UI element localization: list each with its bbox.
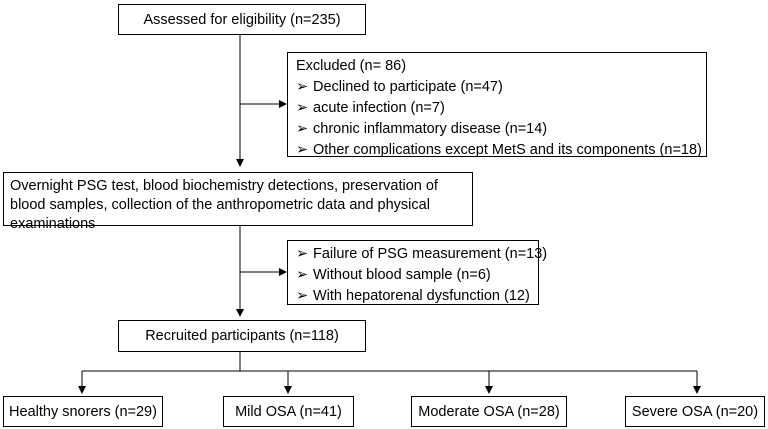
recruited-text: Recruited participants (n=118) <box>145 328 339 344</box>
excluded-box: Excluded (n= 86) ➢Declined to participat… <box>287 52 707 158</box>
procedures-box: Overnight PSG test, blood biochemistry d… <box>3 172 473 232</box>
group-label: Mild OSA (n=41) <box>235 403 342 420</box>
group-label: Severe OSA (n=20) <box>631 403 759 420</box>
excluded-item: ➢chronic inflammatory disease (n=14) <box>296 119 698 140</box>
eligibility-text: Assessed for eligibility (n=235) <box>143 11 341 28</box>
excluded2-item: ➢Failure of PSG measurement (n=13) <box>296 244 547 265</box>
group-label: Moderate OSA (n=28) <box>418 403 560 420</box>
excluded2-item: ➢With hepatorenal dysfunction (12) <box>296 286 530 307</box>
group-box-severe-osa: Severe OSA (n=20) <box>625 396 765 427</box>
group-box-moderate-osa: Moderate OSA (n=28) <box>411 396 567 427</box>
arrow-bullet-icon: ➢ <box>296 121 309 137</box>
excluded2-box: ➢Failure of PSG measurement (n=13) ➢With… <box>287 240 547 307</box>
procedures-text: Overnight PSG test, blood biochemistry d… <box>10 178 438 232</box>
group-box-mild-osa: Mild OSA (n=41) <box>223 396 354 427</box>
excluded-item: ➢acute infection (n=7) <box>296 98 698 119</box>
arrow-bullet-icon: ➢ <box>296 142 309 158</box>
arrow-bullet-icon: ➢ <box>296 267 309 283</box>
eligibility-box: Assessed for eligibility (n=235) <box>118 4 366 35</box>
excluded2-item: ➢Without blood sample (n=6) <box>296 265 530 286</box>
excluded-item: ➢Other complications except MetS and its… <box>296 140 702 161</box>
group-label: Healthy snorers (n=29) <box>9 403 157 420</box>
group-box-healthy-snorers: Healthy snorers (n=29) <box>3 396 163 427</box>
arrow-bullet-icon: ➢ <box>296 79 309 95</box>
arrow-bullet-icon: ➢ <box>296 100 309 116</box>
arrow-bullet-icon: ➢ <box>296 246 309 262</box>
excluded-item: ➢Declined to participate (n=47) <box>296 77 698 98</box>
recruited-box: Recruited participants (n=118) <box>118 320 366 352</box>
arrow-bullet-icon: ➢ <box>296 288 309 304</box>
excluded-title: Excluded (n= 86) <box>296 58 407 74</box>
